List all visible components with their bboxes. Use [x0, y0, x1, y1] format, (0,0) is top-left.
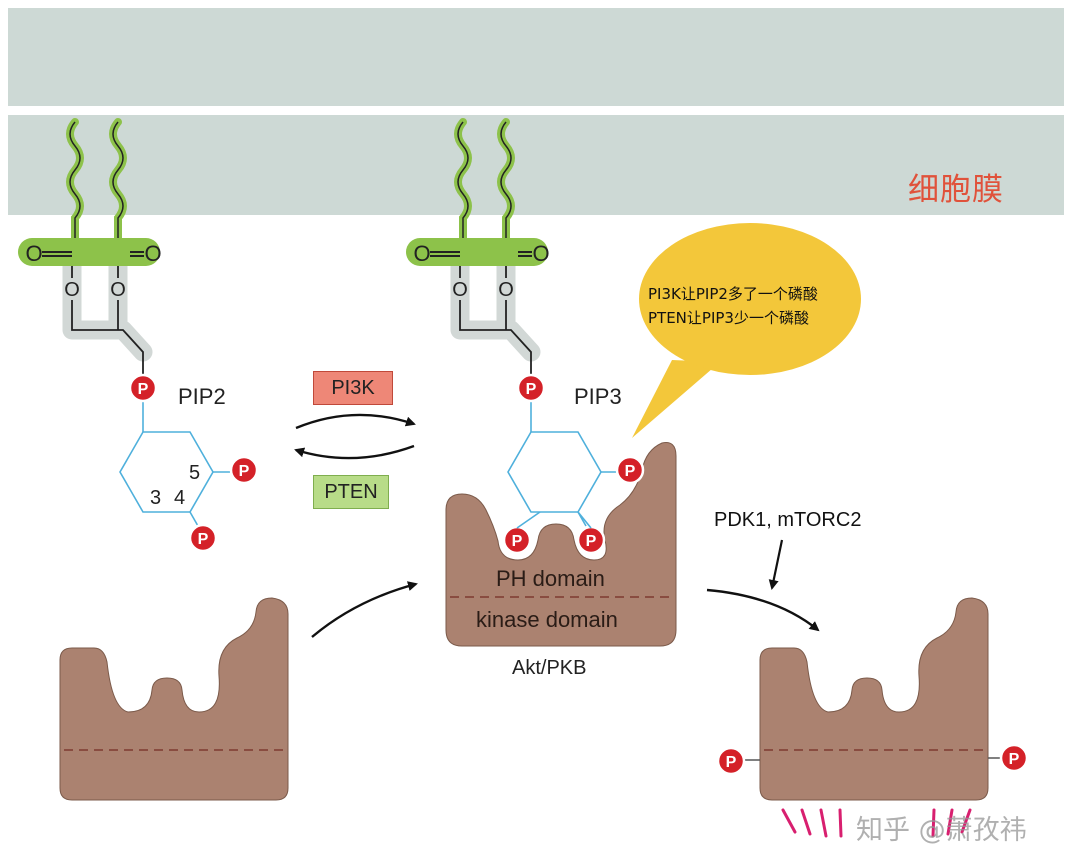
recruit-arrow: [311, 581, 418, 638]
ring-number-5: 5: [189, 462, 200, 484]
pten-box: PTEN: [313, 475, 389, 509]
phosphate-icon: [576, 525, 606, 555]
membrane-inner-leaflet: [8, 115, 1064, 215]
pip3-label: PIP3: [574, 384, 622, 409]
pdk1-arrow: [768, 539, 784, 590]
speech-bubble-line-1: PI3K让PIP2多了一个磷酸: [648, 285, 818, 303]
membrane-outer-leaflet: [8, 8, 1064, 106]
phosphate-icon: [516, 373, 546, 403]
ring-number-3: 3: [150, 487, 161, 509]
activators-label: PDK1, mTORC2: [714, 509, 862, 531]
ring-number-4: 4: [174, 487, 185, 509]
watermark: 知乎 @萧孜祎: [856, 815, 1027, 846]
kinase-domain-label: kinase domain: [476, 607, 618, 632]
phosphate-icon: [229, 455, 259, 485]
phosphate-icon: [716, 746, 746, 776]
speech-bubble: [632, 223, 861, 438]
akt-label: Akt/PKB: [512, 657, 587, 679]
speech-bubble-line-2: PTEN让PIP3少一个磷酸: [648, 309, 809, 327]
membrane-label: 细胞膜: [908, 172, 1004, 208]
phosphate-icon: [502, 525, 532, 555]
ph-domain-label: PH domain: [496, 566, 605, 591]
akt-phosphorylated-protein: [716, 597, 1029, 838]
pip3-lipid: [406, 122, 645, 555]
phosphate-icon: [615, 455, 645, 485]
akt-inactive-protein: [59, 597, 289, 801]
speech-bubble-text: PI3K让PIP2多了一个磷酸 PTEN让PIP3少一个磷酸: [648, 282, 818, 330]
pi3k-arrow: [295, 413, 416, 430]
phosphate-icon: [188, 523, 218, 553]
akt-active-protein: [445, 442, 677, 647]
pten-arrow: [294, 444, 415, 460]
phosphate-icon: [999, 743, 1029, 773]
activation-arrow: [706, 588, 820, 632]
pip2-label: PIP2: [178, 384, 226, 409]
phosphate-icon: [128, 373, 158, 403]
pi3k-box: PI3K: [313, 371, 393, 405]
activation-marks: [781, 808, 972, 838]
